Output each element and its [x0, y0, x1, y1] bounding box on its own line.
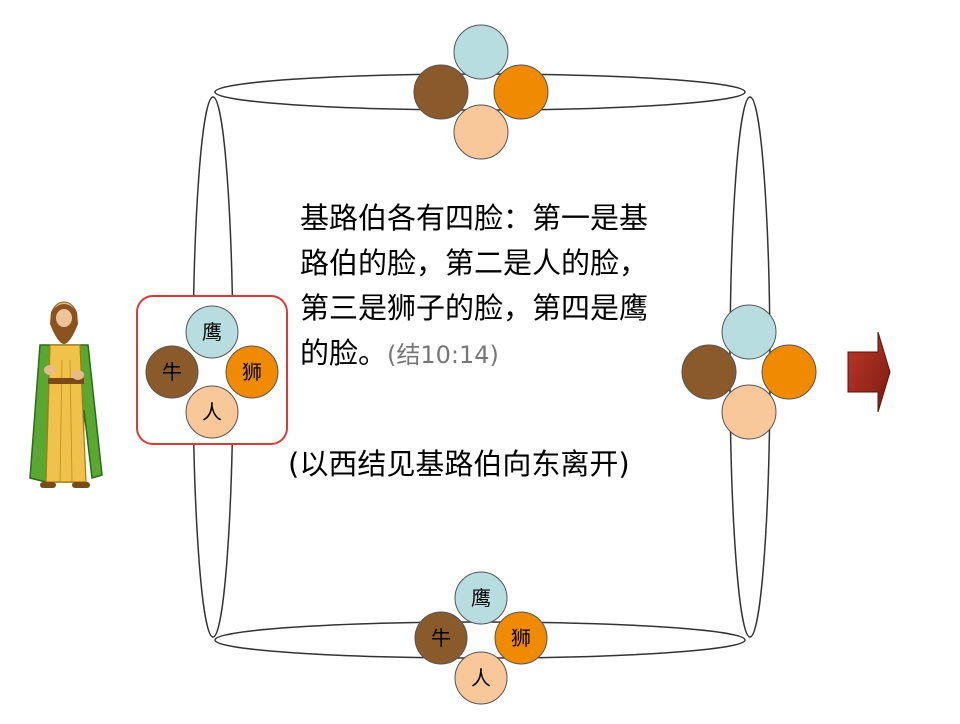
main-description: 基路伯各有四脸：第一是基路伯的脸，第二是人的脸，第三是狮子的脸，第四是鹰的脸。(… [300, 196, 660, 378]
face-lion-circle [761, 344, 817, 400]
face-lion-circle [493, 64, 549, 120]
face-eagle-circle [454, 571, 508, 625]
scripture-reference: (结10:14) [387, 341, 499, 369]
face-eagle-circle [453, 24, 509, 80]
face-man-circle [185, 385, 239, 439]
face-cluster-right [681, 304, 817, 440]
face-eagle-label: 鹰 [202, 320, 222, 344]
face-lion-label: 狮 [242, 360, 262, 384]
face-ox-circle [145, 345, 199, 399]
subtitle-caption: (以西结见基路伯向东离开) [288, 447, 630, 481]
face-cluster-bottom: 鹰牛 狮人 [414, 571, 548, 705]
highlight-box [136, 295, 288, 445]
face-eagle-label: 鹰 [471, 586, 491, 610]
face-eagle-circle [185, 305, 239, 359]
face-man-circle [453, 104, 509, 160]
arrow-right-icon [847, 331, 891, 413]
face-man-label: 人 [202, 400, 222, 424]
face-lion-circle [225, 345, 279, 399]
face-man-circle [454, 651, 508, 705]
face-cluster-top [413, 24, 549, 160]
face-ox-label: 牛 [431, 626, 451, 650]
face-ox-label: 牛 [162, 360, 182, 384]
face-ox-circle [413, 64, 469, 120]
face-man-circle [721, 384, 777, 440]
main-text-body: 基路伯各有四脸：第一是基路伯的脸，第二是人的脸，第三是狮子的脸，第四是鹰的脸。 [300, 201, 649, 370]
face-eagle-circle [721, 304, 777, 360]
face-lion-circle [494, 611, 548, 665]
face-ox-circle [414, 611, 468, 665]
face-man-label: 人 [471, 666, 491, 690]
ezekiel-figure-icon [29, 301, 103, 488]
face-lion-label: 狮 [511, 626, 531, 650]
face-ox-circle [681, 344, 737, 400]
face-cluster-left: 鹰牛 狮人 [145, 305, 279, 439]
